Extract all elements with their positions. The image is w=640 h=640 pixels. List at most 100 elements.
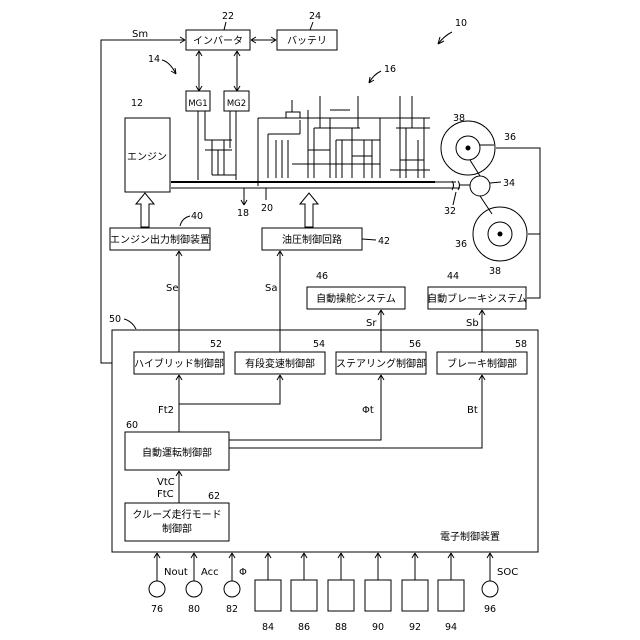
auto-steering-label: 自動操舵システム — [316, 292, 396, 305]
brake-ctrl-label: ブレーキ制御部 — [447, 357, 517, 370]
sensor-circle — [186, 581, 202, 597]
shift-ctrl-label: 有段変速制御部 — [245, 357, 315, 370]
engine-output-controller-leader — [180, 216, 190, 226]
sensor-ref: 82 — [226, 604, 238, 615]
ecu-ref: 50 — [109, 314, 121, 325]
half-shafts — [470, 160, 492, 214]
brake-ctrl-ref: 58 — [515, 339, 527, 350]
hydraulic-control-arrow — [300, 193, 318, 227]
engine-output-controller-label: エンジン出力制御装置 — [110, 233, 210, 246]
sensor-96: 96 SOC — [482, 553, 518, 615]
cruise-mode-label-line1: クルーズ走行モード — [132, 508, 221, 521]
auto-brake-label: 自動ブレーキシステム — [427, 292, 527, 305]
sensor-signal-label: Φ — [239, 567, 247, 578]
inverter-mg-lines — [199, 51, 237, 91]
ecu-ref-leader — [124, 319, 136, 329]
figure-ref: 10 — [455, 18, 467, 29]
differential-ref: 34 — [503, 178, 515, 189]
sensor-90: 90 — [365, 553, 391, 633]
sensor-ref: 86 — [298, 622, 310, 633]
wheel-lower-hub — [498, 232, 503, 237]
power-transmission-ref: 14 — [148, 54, 160, 65]
battery-ref-leader — [310, 22, 313, 30]
hybrid-ctrl-label: ハイブリッド制御部 — [134, 357, 224, 370]
sensor-signal-line — [265, 553, 271, 580]
engine-output-controller-ref: 40 — [191, 211, 203, 222]
axle-ref: 32 — [444, 206, 456, 217]
sensor-box — [255, 580, 281, 611]
signal-sa: Sa — [265, 283, 277, 294]
engine-control-arrow — [136, 193, 154, 227]
auto-steering-ref: 46 — [316, 271, 328, 282]
cruise-mode-box — [125, 503, 229, 541]
sensor-ref: 94 — [445, 622, 457, 633]
signal-phit: Φt — [362, 405, 374, 416]
auto-brake-ref: 44 — [447, 271, 459, 282]
hybrid-ctrl-ref: 52 — [210, 339, 222, 350]
sensor-signal-line — [412, 553, 418, 580]
sensor-signal-label: Acc — [201, 567, 219, 578]
brake-to-wheel-line — [496, 148, 540, 298]
engine-ref: 12 — [131, 98, 143, 109]
wheel-upper-ref: 36 — [504, 132, 516, 143]
transmission-ref: 16 — [384, 64, 396, 75]
sensor-80: 80Acc — [186, 553, 219, 615]
ecu-label: 電子制御装置 — [440, 530, 500, 543]
sensor-84: 84 — [255, 553, 281, 633]
signal-sm: Sm — [132, 29, 148, 40]
sensor-signal-line — [229, 553, 235, 581]
battery-ref: 24 — [309, 11, 321, 22]
sensor-row: 76Nout80Acc82Φ84868890929496SOC — [149, 553, 518, 633]
mg2-label: MG2 — [227, 99, 246, 109]
sensor-box — [291, 580, 317, 611]
sensor-86: 86 — [291, 553, 317, 633]
sensor-box — [402, 580, 428, 611]
sensor-signal-line — [301, 553, 307, 580]
shift-ctrl-ref: 54 — [313, 339, 325, 350]
sensor-signal-label: Nout — [164, 567, 188, 578]
signal-bt: Bt — [467, 405, 478, 416]
sensor-signal-line — [191, 553, 197, 581]
signal-sb: Sb — [466, 318, 479, 329]
inverter-mg-arrowheads — [196, 51, 240, 91]
sensor-88: 88 — [328, 553, 354, 633]
hydraulic-circuit-leader — [362, 239, 376, 240]
sensor-signal-line — [154, 553, 160, 581]
sensor-94: 94 — [438, 553, 464, 633]
drive-shaft-ref: 18 — [237, 208, 249, 219]
differential-circle — [470, 176, 490, 196]
sensor-82: 82 Φ — [224, 553, 247, 615]
hydraulic-circuit-ref: 42 — [378, 236, 390, 247]
inverter-ref-leader — [224, 22, 226, 30]
sensor-ref: 84 — [262, 622, 274, 633]
drivetrain-schematic — [171, 96, 460, 205]
sensor-signal-line — [448, 553, 454, 580]
signal-sr: Sr — [366, 318, 377, 329]
signal-ft2: Ft2 — [158, 405, 174, 416]
cruise-mode-label-line2: 制御部 — [162, 522, 192, 535]
engine-label: エンジン — [127, 152, 167, 163]
sensor-ref: 92 — [409, 622, 421, 633]
sensor-circle — [482, 581, 498, 597]
signal-vtc: VtC — [157, 477, 175, 488]
sensor-ref: 96 — [484, 604, 496, 615]
cruise-mode-ref: 62 — [208, 491, 220, 502]
inverter-ref: 22 — [222, 11, 234, 22]
wheel-lower-ref: 36 — [455, 239, 467, 250]
auto-drive-ctrl-label: 自動運転制御部 — [142, 446, 212, 459]
differential-ref-leader — [490, 182, 501, 183]
transmission-leader — [369, 71, 381, 83]
wheel-upper-hub — [466, 146, 471, 151]
signal-ftc: FtC — [157, 489, 174, 500]
sensor-ref: 90 — [372, 622, 384, 633]
sensor-signal-line — [375, 553, 381, 580]
power-transmission-leader — [162, 60, 176, 74]
sensor-signal-line — [338, 553, 344, 580]
steering-ctrl-label: ステアリング制御部 — [336, 357, 426, 370]
sensor-signal-label: SOC — [497, 567, 518, 578]
sensor-ref: 88 — [335, 622, 347, 633]
auto-drive-ctrl-ref: 60 — [126, 420, 138, 431]
sensor-circle — [224, 581, 240, 597]
brake-lower-ref: 38 — [489, 266, 501, 277]
